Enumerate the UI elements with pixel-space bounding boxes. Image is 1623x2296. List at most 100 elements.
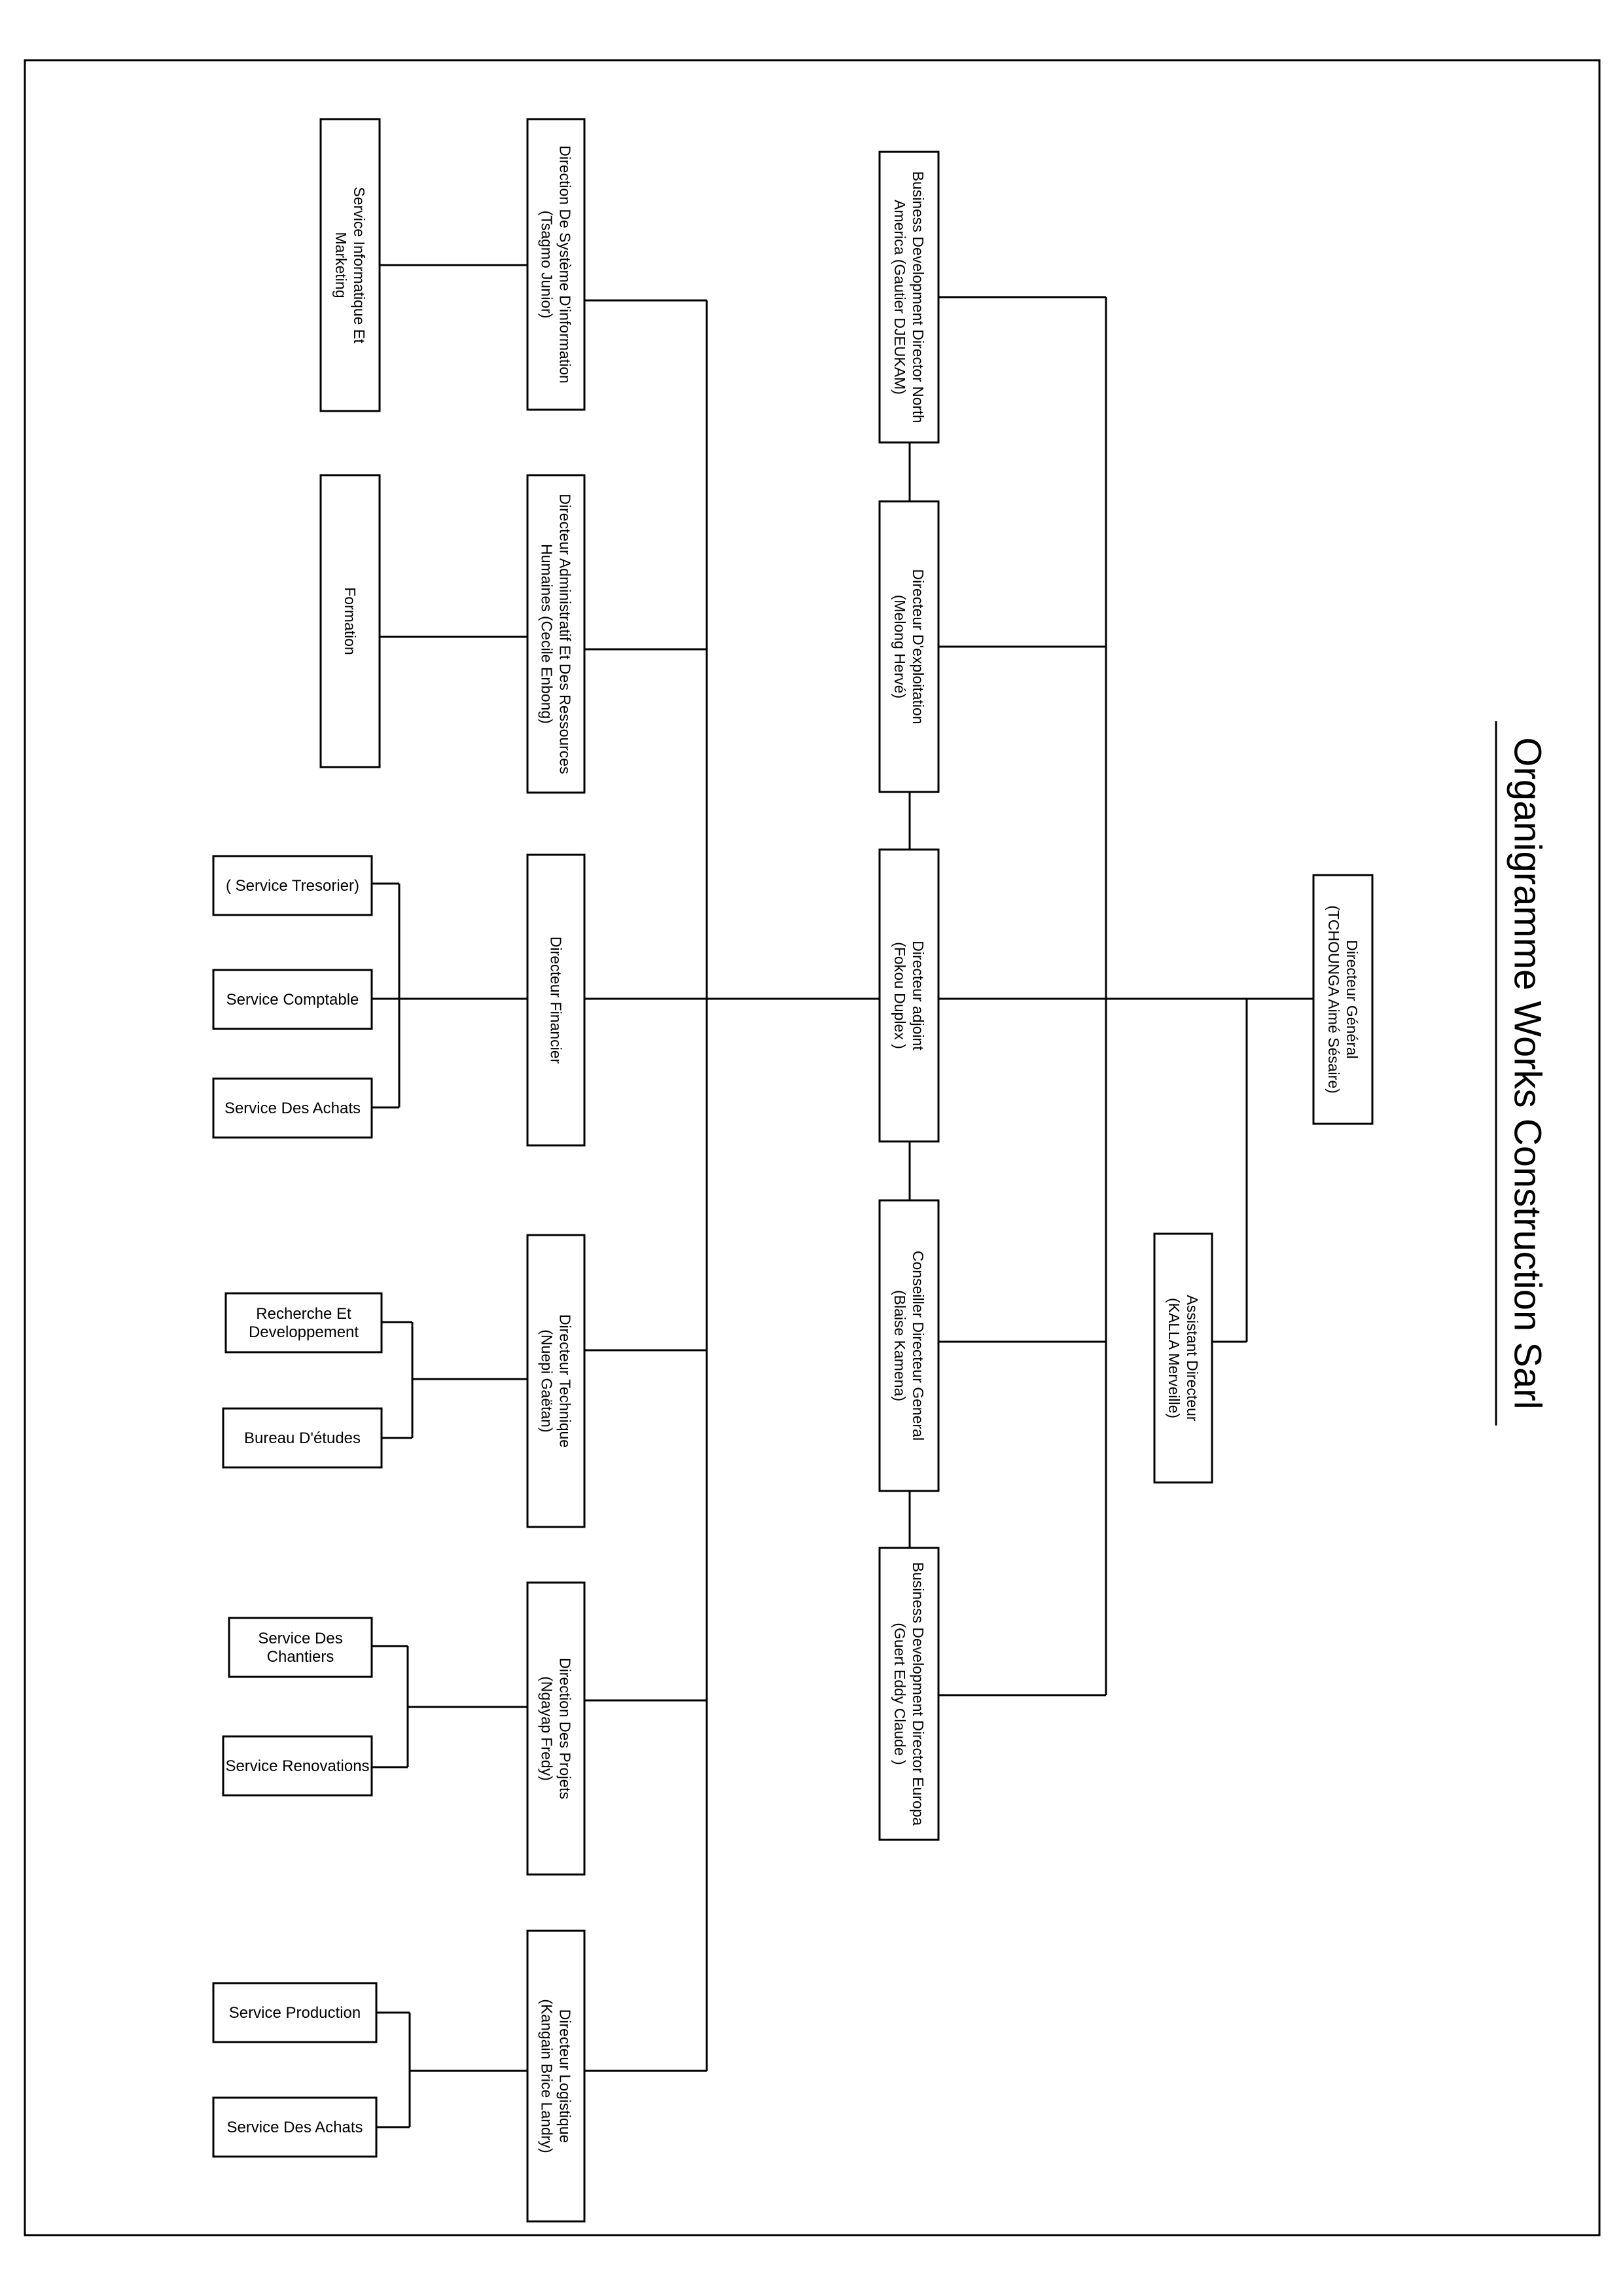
org-label-bd-eu: Business Development Director Europa(Gue… [891,1562,927,1826]
org-node-conseiller: Conseiller Directeur General(Blaise Kame… [878,1199,940,1492]
org-label-line: Directeur D'exploitation [910,569,927,724]
org-label-line: Business Development Director North [910,171,927,423]
org-label-daf: Directeur Administratif Et Des Ressource… [539,493,574,774]
org-label-line: America (Gautier DJEUKAM) [891,200,908,395]
org-node-comptable: Service Comptable [212,969,373,1030]
org-label-bureau: Bureau D'études [244,1429,361,1447]
org-node-formation: Formation [319,474,381,768]
org-box-achats-fin [212,1077,373,1139]
org-label-line: Conseiller Directeur General [910,1251,927,1441]
org-label-comptable: Service Comptable [226,991,359,1009]
org-label-line: Bureau D'études [244,1429,361,1447]
org-label-exploitation: Directeur D'exploitation(Melong Hervé) [891,569,927,724]
org-label-line: Service Des Achats [224,1100,361,1117]
org-label-line: Service Comptable [226,991,359,1009]
org-label-line: (Ngayap Fredy) [539,1676,556,1781]
org-label-line: (Kangain Brice Landry) [539,1999,556,2153]
org-label-formation: Formation [342,587,359,655]
org-node-logistique: Directeur Logistique(Kangain Brice Landr… [526,1929,586,2223]
org-box-achats-log [212,2096,378,2158]
org-label-line: Directeur Logistique [557,2009,574,2144]
org-label-line: Assistant Directeur [1184,1295,1201,1421]
org-node-technique: Directeur Technique(Nuepi Gaëtan) [526,1234,586,1528]
org-box-renovations [222,1735,373,1797]
org-box-chantiers [228,1617,373,1678]
org-label-logistique: Directeur Logistique(Kangain Brice Landr… [539,1999,574,2153]
org-label-line: Service Production [229,2004,361,2022]
org-box-recherche [224,1292,383,1354]
org-label-production: Service Production [229,2004,361,2022]
org-node-production: Service Production [212,1982,378,2043]
org-label-line: Service Des [258,1630,342,1647]
org-label-line: Service Renovations [225,1757,369,1775]
org-box-conseiller [878,1199,940,1492]
org-label-line: (KALLA Merveille) [1166,1298,1183,1418]
org-label-line: Directeur Technique [557,1314,574,1448]
chart-title: Organigramme Works Construction Sarl [1495,721,1549,1426]
org-label-line: (Tsagmo Junior) [539,211,556,319]
org-boxes: Directeur Général(TCHOUNGA Aimé Sésaire)… [212,118,1374,2223]
org-box-bd-eu [878,1547,940,1841]
org-label-line: Directeur Administratif Et Des Ressource… [557,493,574,774]
org-node-achats-fin: Service Des Achats [212,1077,373,1139]
org-label-line: (Blaise Kamena) [891,1290,908,1401]
org-label-dg: Directeur Général(TCHOUNGA Aimé Sésaire) [1325,905,1361,1094]
org-label-bd-na: Business Development Director NorthAmeri… [891,171,927,423]
org-box-dsi [526,118,586,411]
org-node-daf: Directeur Administratif Et Des Ressource… [526,474,586,794]
org-label-line: Service Informatique Et [351,187,368,344]
org-box-dg [1312,874,1374,1125]
org-label-tresorier: ( Service Tresorier) [226,877,359,895]
org-box-info-marketing [319,118,381,412]
org-label-line: Service Des Achats [226,2119,363,2136]
org-node-projets: Direction Des Projets(Ngayap Fredy) [526,1581,586,1876]
org-label-line: Humaines (Cecile Enbong) [539,544,556,724]
org-box-technique [526,1234,586,1528]
org-node-bd-na: Business Development Director NorthAmeri… [878,151,940,444]
org-label-line: Directeur Financier [548,937,565,1064]
connectors [372,264,1313,2128]
org-box-production [212,1982,378,2043]
org-label-line: (Fokou Duplex ) [891,942,908,1049]
org-label-line: Business Development Director Europa [910,1562,927,1826]
org-label-line: Formation [342,587,359,655]
org-label-line: Direction Des Projets [557,1658,574,1799]
page-title: Organigramme Works Construction Sarl [1507,737,1549,1409]
org-box-daf [526,474,586,794]
org-label-conseiller: Conseiller Directeur General(Blaise Kame… [891,1251,927,1441]
org-box-adjoint [878,848,940,1143]
org-node-bd-eu: Business Development Director Europa(Gue… [878,1547,940,1841]
org-label-technique: Directeur Technique(Nuepi Gaëtan) [539,1314,574,1448]
org-label-line: Direction De Système D'information [557,145,574,384]
org-label-line: Marketing [332,232,349,298]
org-box-exploitation [878,500,940,793]
org-label-renovations: Service Renovations [225,1757,369,1775]
org-node-achats-log: Service Des Achats [212,2096,378,2158]
org-node-exploitation: Directeur D'exploitation(Melong Hervé) [878,500,940,793]
org-box-financier [526,853,586,1147]
org-label-achats-fin: Service Des Achats [224,1100,361,1117]
org-node-dg: Directeur Général(TCHOUNGA Aimé Sésaire) [1312,874,1374,1125]
org-node-assistant: Assistant Directeur(KALLA Merveille) [1153,1232,1213,1484]
org-label-line: Chantiers [267,1648,334,1666]
page-frame [24,59,1601,2236]
org-label-line: (TCHOUNGA Aimé Sésaire) [1325,905,1342,1094]
org-node-financier: Directeur Financier [526,853,586,1147]
org-label-line: (Guert Eddy Claude ) [891,1623,908,1765]
org-node-tresorier: ( Service Tresorier) [212,855,373,916]
org-label-line: (Nuepi Gaëtan) [539,1329,556,1432]
org-box-tresorier [212,855,373,916]
org-box-projets [526,1581,586,1876]
org-label-dsi: Direction De Système D'information(Tsagm… [539,145,574,384]
org-node-adjoint: Directeur adjoint(Fokou Duplex ) [878,848,940,1143]
org-label-info-marketing: Service Informatique EtMarketing [332,187,368,344]
org-label-line: Recherche Et [256,1305,351,1323]
org-label-projets: Direction Des Projets(Ngayap Fredy) [539,1658,574,1799]
org-box-formation [319,474,381,768]
org-box-assistant [1153,1232,1213,1484]
